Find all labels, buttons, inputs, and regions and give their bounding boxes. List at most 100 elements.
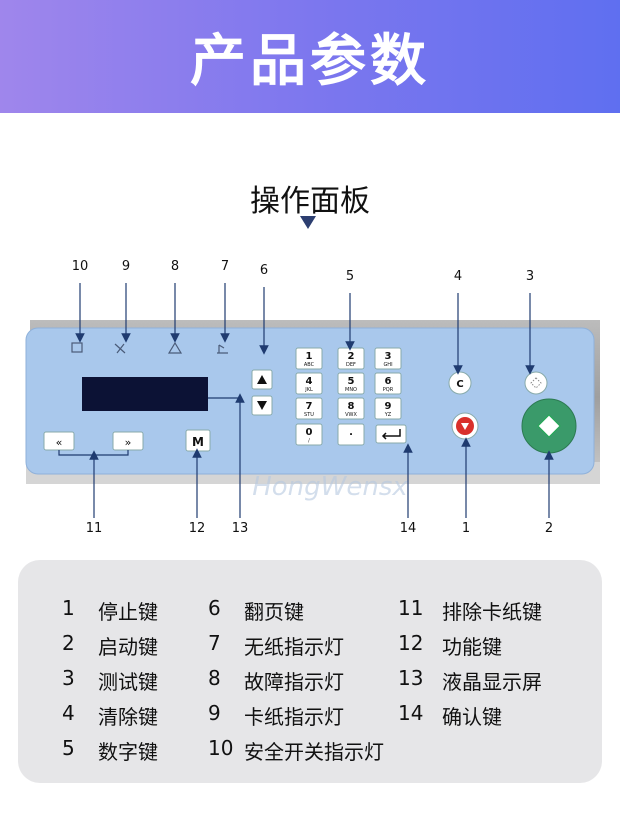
legend-number: 8 bbox=[208, 666, 236, 695]
legend-text: 功能键 bbox=[442, 631, 502, 660]
keypad-key: 9YZ bbox=[375, 398, 401, 419]
legend-item: 12 功能键 bbox=[398, 631, 502, 660]
legend-item: 4 清除键 bbox=[62, 701, 158, 730]
callout-number: 4 bbox=[454, 269, 462, 284]
keypad-letters: DEF bbox=[346, 362, 356, 368]
legend-number: 5 bbox=[62, 736, 90, 765]
legend-number: 6 bbox=[208, 596, 236, 625]
callout-number: 3 bbox=[526, 269, 534, 284]
legend-item: 2 启动键 bbox=[62, 631, 158, 660]
legend-item: 5 数字键 bbox=[62, 736, 158, 765]
callout-number: 14 bbox=[400, 521, 417, 536]
legend-text: 排除卡纸键 bbox=[442, 596, 542, 625]
test-key bbox=[525, 372, 547, 394]
keypad-letters: ABC bbox=[304, 362, 315, 368]
legend-number: 10 bbox=[208, 736, 236, 765]
keypad-letters: JKL bbox=[304, 387, 313, 393]
legend-text: 翻页键 bbox=[244, 596, 304, 625]
legend-item: 11 排除卡纸键 bbox=[398, 596, 542, 625]
banner-title: 产品参数 bbox=[190, 16, 430, 97]
watermark: HongWensx bbox=[252, 472, 408, 502]
callout-number: 2 bbox=[545, 521, 553, 536]
keypad-letters: STU bbox=[304, 412, 314, 418]
legend-number: 2 bbox=[62, 631, 90, 660]
legend-text: 确认键 bbox=[442, 701, 502, 730]
callout-number: 8 bbox=[171, 259, 179, 274]
callout-number: 5 bbox=[346, 269, 354, 284]
legend-text: 无纸指示灯 bbox=[244, 631, 344, 660]
legend-item: 14 确认键 bbox=[398, 701, 502, 730]
keypad-digit: 2 bbox=[348, 351, 355, 362]
keypad-digit: 9 bbox=[385, 401, 392, 412]
clear-key-label: C bbox=[456, 379, 463, 390]
triangle-down-icon bbox=[300, 216, 316, 229]
keypad-digit: 3 bbox=[385, 351, 392, 362]
keypad-digit: 6 bbox=[385, 376, 392, 387]
legend-item: 7 无纸指示灯 bbox=[208, 631, 344, 660]
callout-number: 11 bbox=[86, 521, 103, 536]
legend-box: 1 停止键 2 启动键 3 测试键 4 清除键 5 数字键 6 翻页键 7 无纸指示灯 8 故障指示灯 9 卡纸指… bbox=[18, 560, 602, 783]
legend-number: 4 bbox=[62, 701, 90, 730]
keypad-digit: 4 bbox=[306, 376, 313, 387]
legend-number: 12 bbox=[398, 631, 434, 660]
keypad-digit: . bbox=[349, 427, 353, 438]
callout-number: 10 bbox=[72, 259, 89, 274]
keypad-key: . bbox=[338, 424, 364, 445]
legend-item: 3 测试键 bbox=[62, 666, 158, 695]
keypad-letters: PQR bbox=[383, 387, 394, 393]
enter-key bbox=[376, 425, 406, 443]
legend-number: 7 bbox=[208, 631, 236, 660]
legend-text: 故障指示灯 bbox=[244, 666, 344, 695]
header-banner: 产品参数 bbox=[0, 0, 620, 113]
legend-number: 9 bbox=[208, 701, 236, 730]
keypad-digit: 1 bbox=[306, 351, 313, 362]
legend-text: 清除键 bbox=[98, 701, 158, 730]
keypad-digit: 8 bbox=[348, 401, 355, 412]
legend-number: 11 bbox=[398, 596, 434, 625]
legend-item: 9 卡纸指示灯 bbox=[208, 701, 344, 730]
section-title: 操作面板 bbox=[0, 176, 620, 220]
callout-number: 6 bbox=[260, 263, 268, 278]
lcd-screen bbox=[82, 377, 208, 411]
callout-number: 9 bbox=[122, 259, 130, 274]
legend-text: 启动键 bbox=[98, 631, 158, 660]
callout-number: 1 bbox=[462, 521, 470, 536]
keypad-digit: 5 bbox=[348, 376, 355, 387]
legend-number: 3 bbox=[62, 666, 90, 695]
legend-item: 13 液晶显示屏 bbox=[398, 666, 542, 695]
chevrons-right-icon: » bbox=[125, 436, 132, 449]
callout-number: 7 bbox=[221, 259, 229, 274]
legend-item: 6 翻页键 bbox=[208, 596, 304, 625]
legend-number: 1 bbox=[62, 596, 90, 625]
legend-number: 14 bbox=[398, 701, 434, 730]
legend-text: 数字键 bbox=[98, 736, 158, 765]
keypad-letters: VWX bbox=[345, 412, 357, 418]
keypad-letters: YZ bbox=[384, 412, 392, 418]
keypad-key: 0/ bbox=[296, 424, 322, 445]
legend-text: 停止键 bbox=[98, 596, 158, 625]
function-key-label: M bbox=[192, 435, 204, 449]
keypad-letters: MNO bbox=[345, 387, 357, 393]
legend-text: 卡纸指示灯 bbox=[244, 701, 344, 730]
keypad-letters: GHI bbox=[383, 362, 392, 368]
callout-number: 12 bbox=[189, 521, 206, 536]
keypad-digit: 0 bbox=[306, 427, 313, 438]
chevrons-left-icon: « bbox=[56, 436, 63, 449]
legend-text: 液晶显示屏 bbox=[442, 666, 542, 695]
legend-item: 8 故障指示灯 bbox=[208, 666, 344, 695]
keypad-digit: 7 bbox=[306, 401, 313, 412]
legend-number: 13 bbox=[398, 666, 434, 695]
callout-number: 13 bbox=[232, 521, 249, 536]
legend-text: 测试键 bbox=[98, 666, 158, 695]
keypad-key: 2DEF bbox=[338, 348, 364, 369]
legend-item: 1 停止键 bbox=[62, 596, 158, 625]
